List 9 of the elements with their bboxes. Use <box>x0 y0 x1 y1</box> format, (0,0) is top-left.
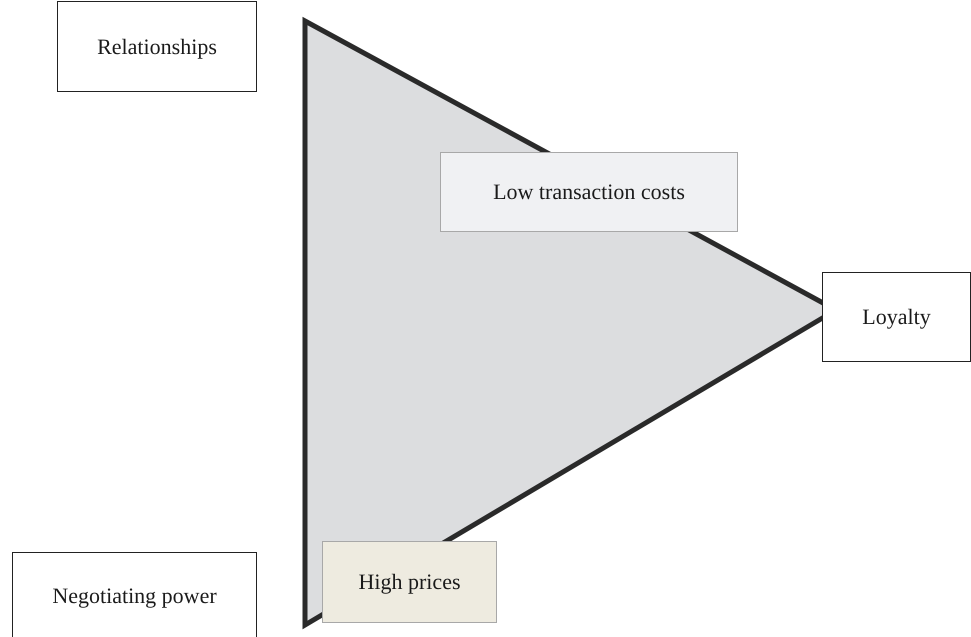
label-box <box>822 272 971 362</box>
label-box <box>57 1 257 92</box>
box-label: Low transaction costs <box>493 179 685 205</box>
label-box <box>322 541 497 623</box>
label-box <box>12 552 257 637</box>
box-label: Relationships <box>97 34 217 60</box>
box-label: High prices <box>358 569 461 595</box>
box-label: Loyalty <box>862 304 931 330</box>
box-label: Negotiating power <box>52 582 217 608</box>
